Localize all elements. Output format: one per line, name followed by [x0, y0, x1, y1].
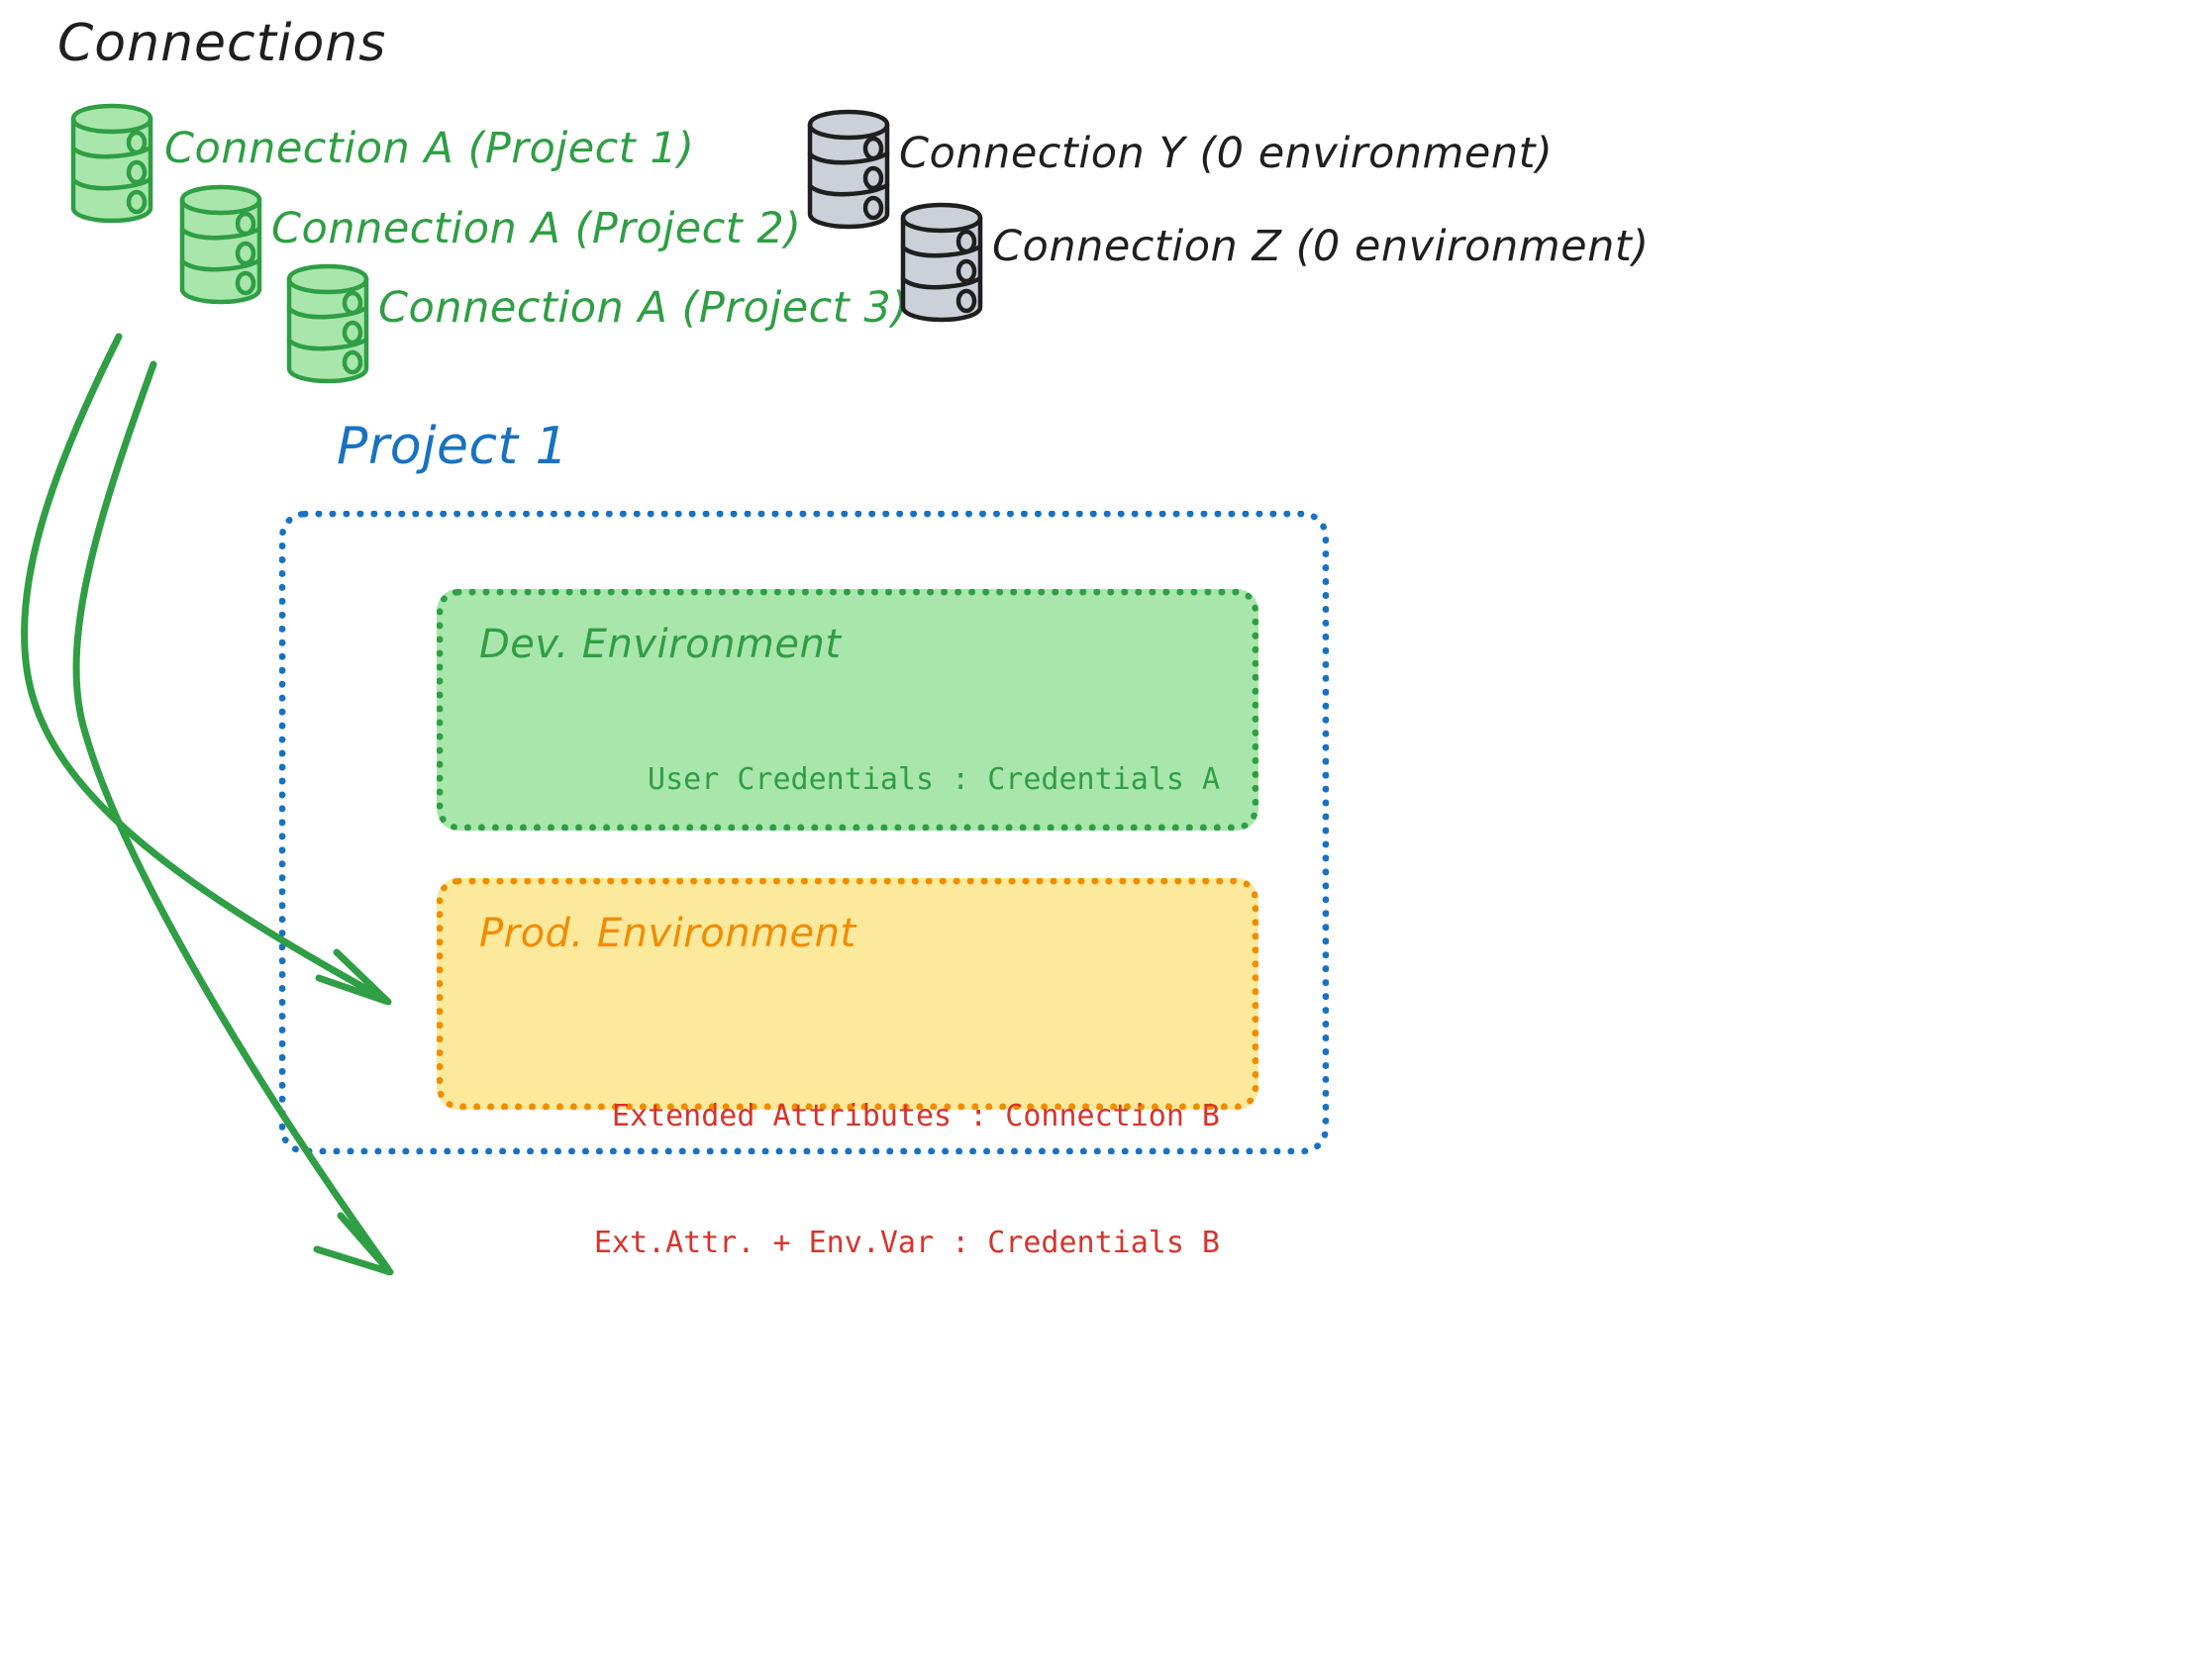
environment-prod: Prod. Environment Extended Attributes : … — [437, 878, 1258, 1260]
page-title: Connections — [57, 14, 387, 73]
connection-label-4: Connection Z (0 environment) — [992, 222, 1650, 271]
environment-prod-line-0: Extended Attributes : Connection B — [611, 1099, 1220, 1134]
environment-prod-line-1: Ext.Attr. + Env.Var : Credentials B — [593, 1225, 1220, 1260]
database-icon — [897, 202, 986, 323]
environment-prod-body: Extended Attributes : Connection B Ext.A… — [594, 1012, 1220, 1349]
environment-dev: Dev. Environment User Credentials : Cred… — [437, 589, 1258, 831]
project-title: Project 1 — [337, 417, 569, 476]
connection-label-2: Connection A (Project 3) — [378, 283, 909, 333]
connection-label-1: Connection A (Project 2) — [271, 204, 802, 253]
database-icon — [67, 103, 156, 224]
environment-prod-title: Prod. Environment — [479, 911, 856, 956]
database-icon — [283, 263, 372, 384]
connection-label-3: Connection Y (0 environment) — [899, 129, 1554, 178]
connection-label-0: Connection A (Project 1) — [164, 124, 695, 173]
environment-dev-title: Dev. Environment — [479, 622, 842, 667]
database-icon — [804, 109, 893, 230]
project-container: Dev. Environment User Credentials : Cred… — [279, 511, 1329, 1260]
environment-dev-line-0: User Credentials : Credentials A — [648, 762, 1220, 797]
database-icon — [176, 184, 265, 305]
